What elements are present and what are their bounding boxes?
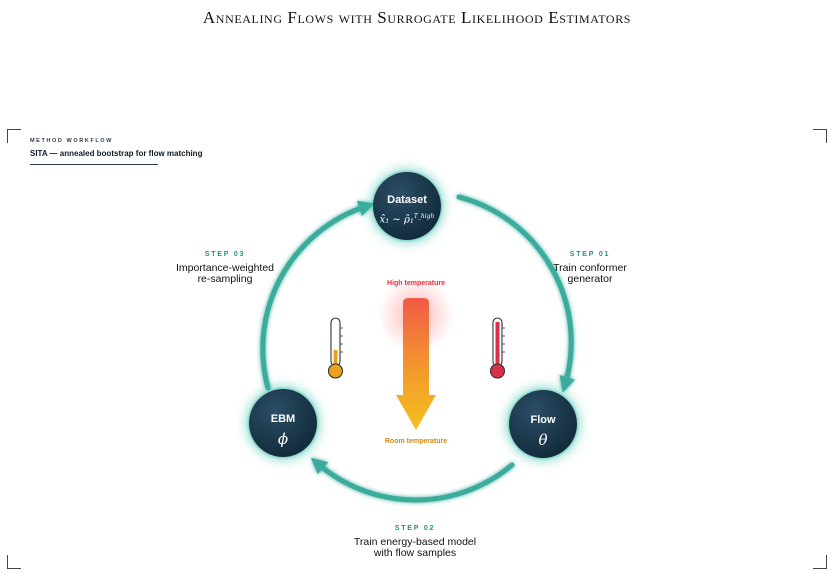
corner-mark-top-left xyxy=(7,129,21,143)
corner-mark-bottom-right xyxy=(813,555,827,569)
room-temperature-label: Room temperature xyxy=(384,438,448,445)
corner-mark-bottom-left xyxy=(7,555,21,569)
step-02-line-2: with flow samples xyxy=(373,547,457,559)
dataset-node: Dataset x̂₁ ∼ ρ̂₁T_high xyxy=(373,172,441,240)
corner-mark-top-right xyxy=(813,129,827,143)
high-temperature-label: High temperature xyxy=(387,280,445,287)
dataset-node-formula-sup: T_high xyxy=(413,213,435,220)
ebm-node: EBM ϕ xyxy=(249,389,317,457)
figure-subtitle: SITA — annealed bootstrap for flow match… xyxy=(30,149,203,158)
step-03-line-1: Importance-weighted xyxy=(175,262,275,274)
step-02-line-1: Train energy-based model xyxy=(353,536,477,548)
thermometer-low-icon xyxy=(327,317,344,379)
step-02: STEP 02 Train energy-based model with fl… xyxy=(320,525,510,559)
step-01-label: STEP 01 xyxy=(569,251,611,258)
flow-node: Flow θ xyxy=(509,390,577,458)
cycle-arc-step-01 xyxy=(456,194,575,393)
dataset-node-formula: x̂₁ ∼ ρ̂₁T_high xyxy=(373,213,441,225)
step-03-description: Importance-weighted re-sampling xyxy=(150,263,300,285)
step-02-description: Train energy-based model with flow sampl… xyxy=(320,537,510,559)
page-title: Annealing Flows with Surrogate Likelihoo… xyxy=(202,8,632,27)
step-03-label: STEP 03 xyxy=(204,251,246,258)
ebm-node-title: EBM xyxy=(270,413,296,425)
thermometer-high-icon xyxy=(489,317,506,379)
step-01-line-2: generator xyxy=(567,273,613,285)
step-01-description: Train conformer generator xyxy=(520,263,660,285)
flow-node-title: Flow xyxy=(530,414,556,426)
ebm-node-symbol: ϕ xyxy=(277,430,289,448)
step-03: STEP 03 Importance-weighted re-sampling xyxy=(150,251,300,285)
figure-eyebrow: METHOD WORKFLOW xyxy=(30,138,113,144)
step-03-line-2: re-sampling xyxy=(197,273,253,285)
temperature-arrow xyxy=(396,298,436,430)
flow-node-symbol: θ xyxy=(538,431,548,449)
step-01: STEP 01 Train conformer generator xyxy=(520,251,660,285)
step-02-label: STEP 02 xyxy=(394,525,436,532)
dataset-node-title: Dataset xyxy=(387,194,427,206)
step-01-line-1: Train conformer xyxy=(553,262,627,274)
cycle-arc-step-02 xyxy=(310,457,515,503)
dataset-node-formula-main: x̂₁ ∼ ρ̂₁ xyxy=(379,214,414,226)
subtitle-underline xyxy=(30,164,158,165)
cycle-arc-step-03 xyxy=(260,200,375,391)
